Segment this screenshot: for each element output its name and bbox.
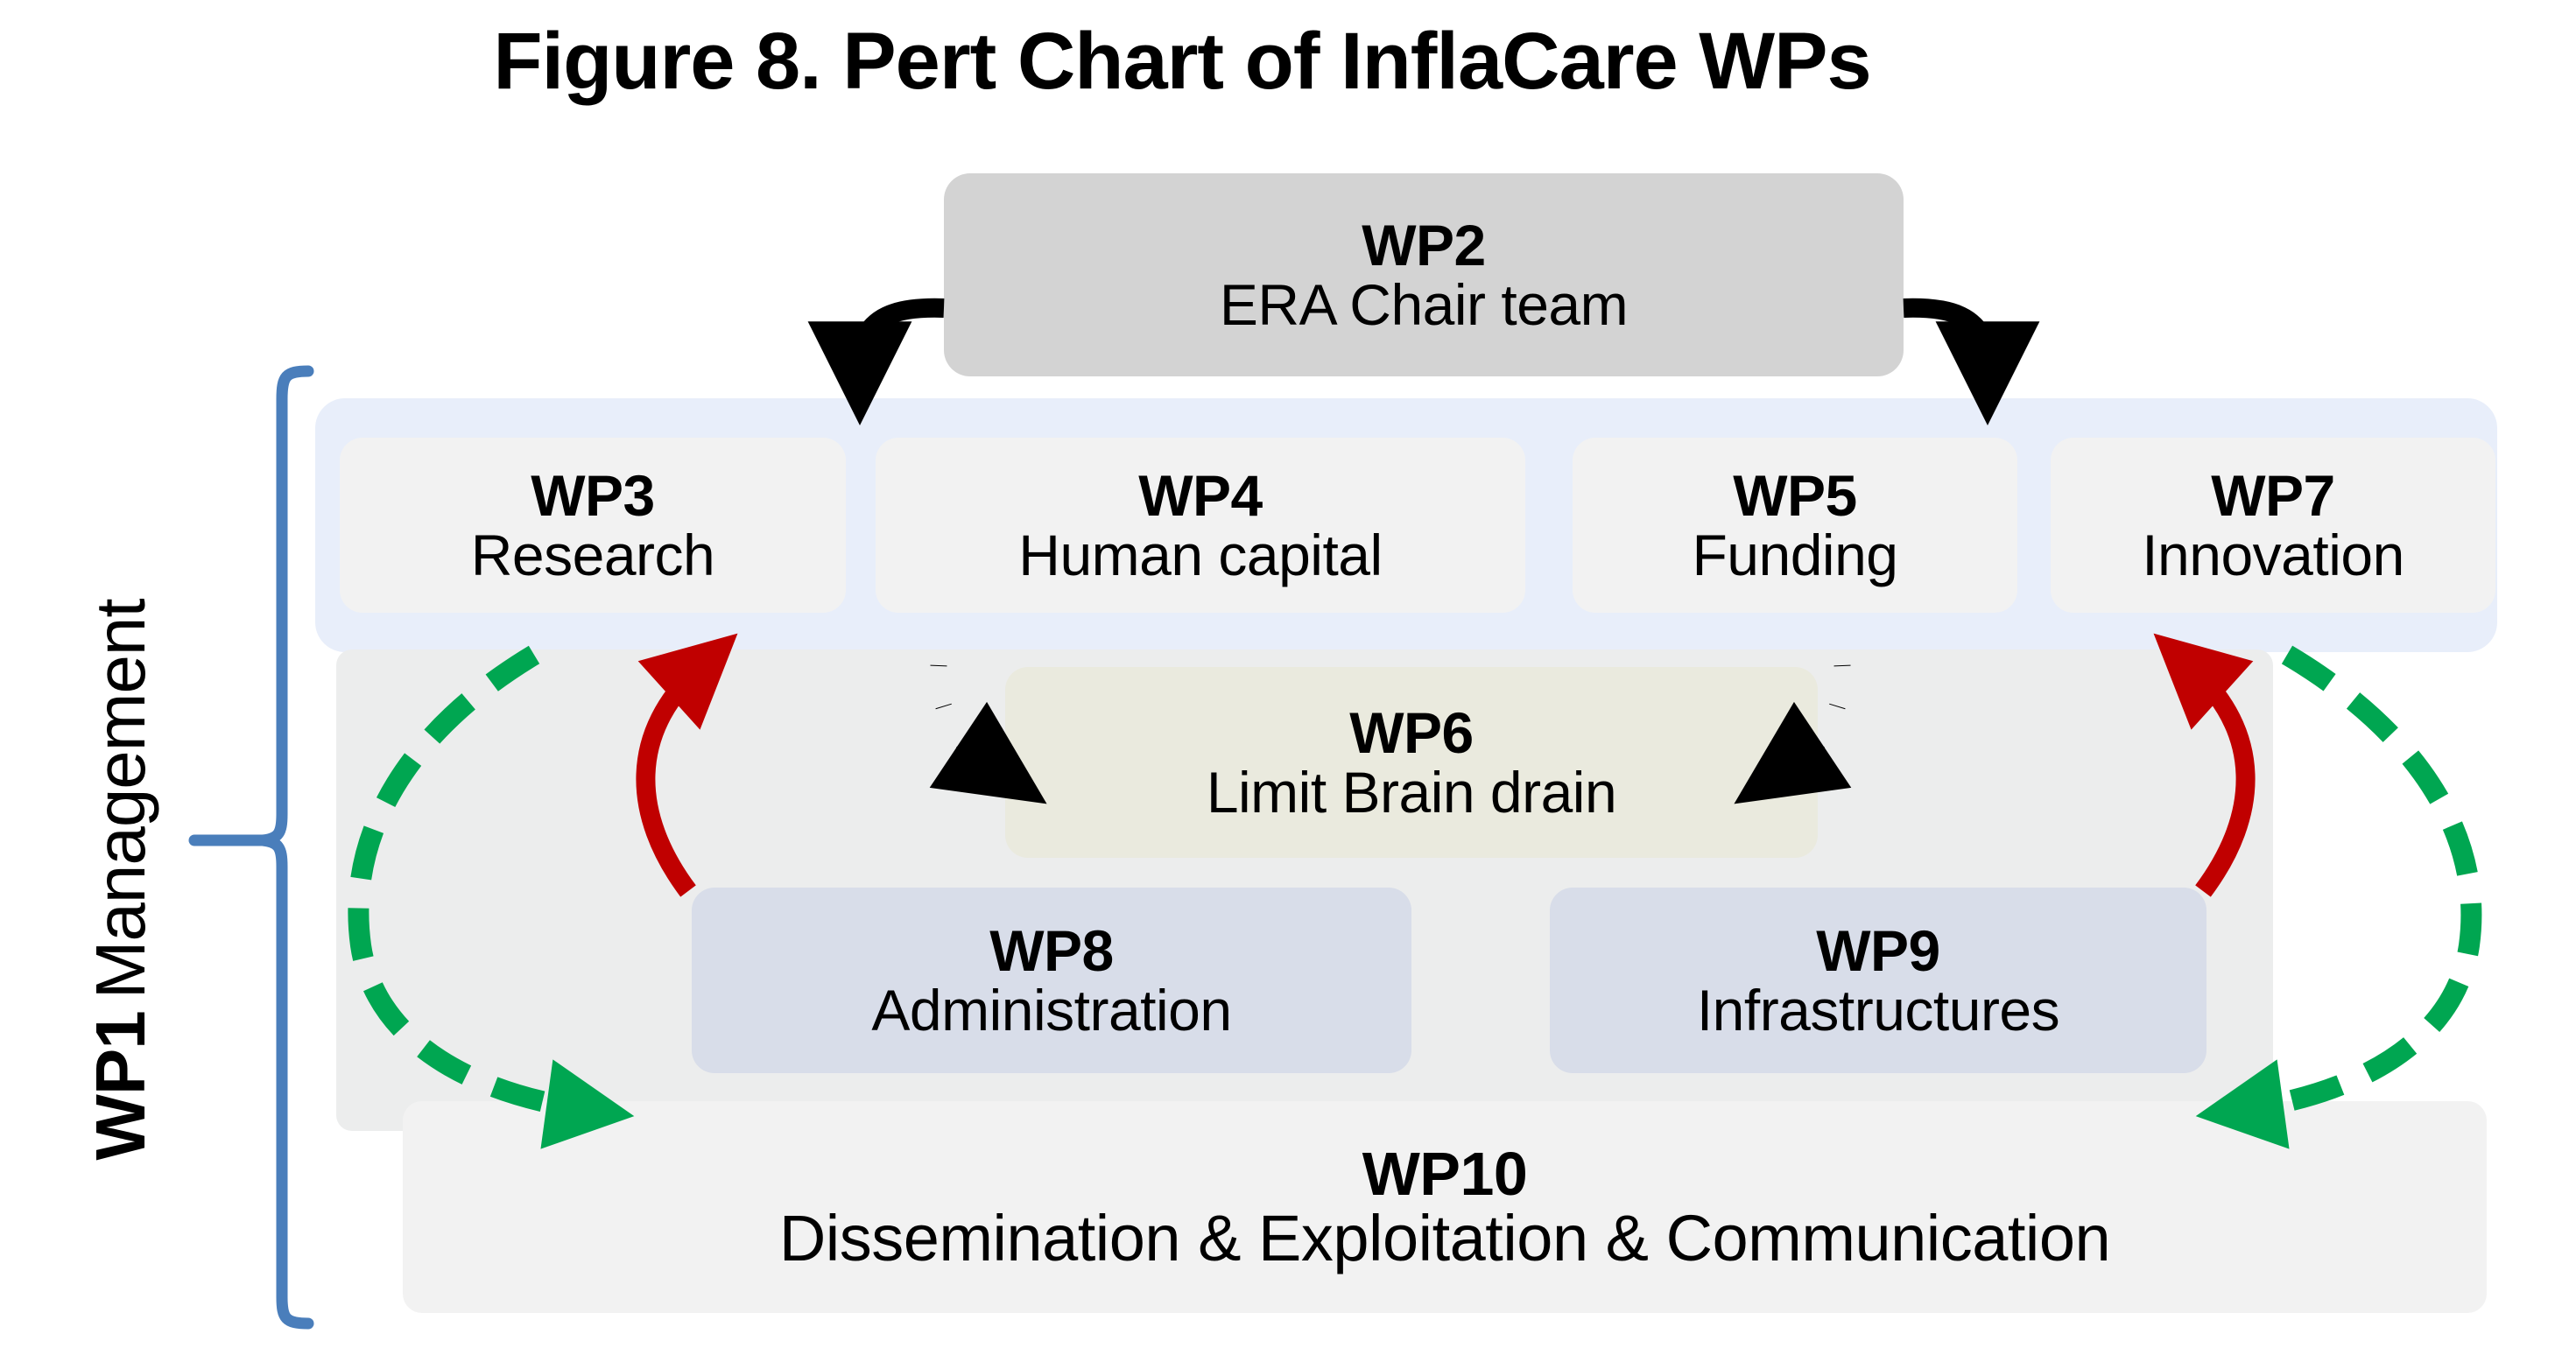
wp-node-wp2[interactable]: WP2 ERA Chair team	[944, 173, 1904, 376]
wp-node-wp10[interactable]: WP10 Dissemination & Exploitation & Comm…	[403, 1101, 2487, 1313]
wp9-name: Infrastructures	[1696, 978, 2060, 1043]
wp4-name: Human capital	[1018, 523, 1383, 587]
wp1-code: WP1	[81, 1011, 159, 1161]
wp3-name: Research	[470, 523, 715, 587]
wp-node-wp8[interactable]: WP8 Administration	[692, 888, 1411, 1073]
wp10-name: Dissemination & Exploitation & Communica…	[778, 1202, 2111, 1274]
connector-wp2-to-wp3	[807, 298, 945, 426]
wp8-code: WP8	[989, 918, 1114, 983]
wp7-name: Innovation	[2142, 523, 2404, 587]
wp1-name: Management	[81, 599, 159, 1000]
wp1-brace	[188, 365, 314, 1330]
wp3-code: WP3	[531, 463, 655, 528]
wp5-code: WP5	[1733, 463, 1857, 528]
wp5-name: Funding	[1692, 523, 1898, 587]
wp6-code: WP6	[1349, 700, 1474, 765]
wp-node-wp7[interactable]: WP7 Innovation	[2051, 438, 2495, 613]
connector-wp2-to-wp7	[1903, 298, 2040, 426]
wp-node-wp5[interactable]: WP5 Funding	[1573, 438, 2017, 613]
wp-node-wp9[interactable]: WP9 Infrastructures	[1550, 888, 2206, 1073]
connector-wp7-to-wp10	[2195, 645, 2482, 1149]
wp9-code: WP9	[1816, 918, 1940, 983]
wp-node-wp1-label[interactable]: WP1 Management	[42, 486, 200, 1274]
wp8-name: Administration	[871, 978, 1232, 1043]
wp4-code: WP4	[1138, 463, 1263, 528]
wp-node-wp4[interactable]: WP4 Human capital	[876, 438, 1525, 613]
wp2-name: ERA Chair team	[1219, 272, 1629, 337]
wp7-code: WP7	[2211, 463, 2335, 528]
wp10-code: WP10	[1362, 1140, 1528, 1208]
wp-node-wp6[interactable]: WP6 Limit Brain drain	[1005, 667, 1818, 858]
wp6-name: Limit Brain drain	[1206, 760, 1617, 825]
figure-title: Figure 8. Pert Chart of InflaCare WPs	[493, 17, 1871, 106]
wp-node-wp3[interactable]: WP3 Research	[340, 438, 846, 613]
wp2-code: WP2	[1362, 213, 1486, 277]
